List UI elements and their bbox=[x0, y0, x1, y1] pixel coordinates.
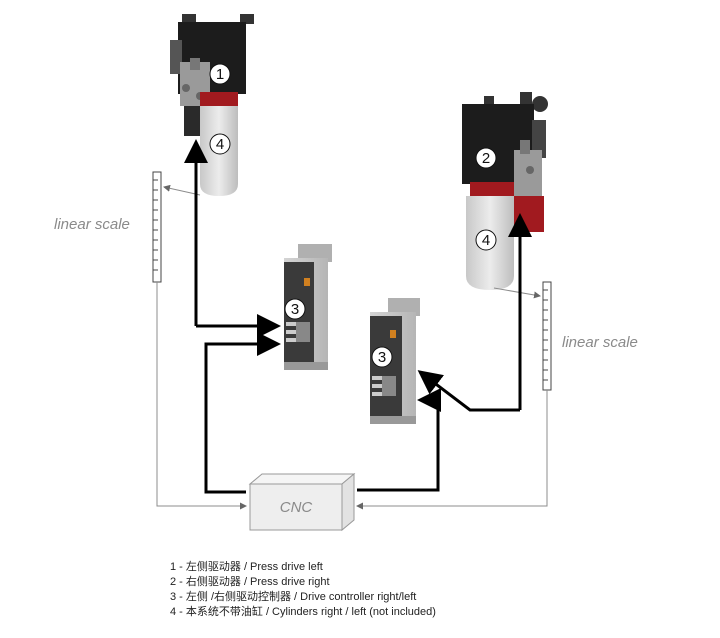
linear-scale-left bbox=[152, 171, 162, 283]
legend-item-3: 3 - 左侧 /右侧驱动控制器 / Drive controller right… bbox=[170, 591, 417, 603]
cnc-label: CNC bbox=[280, 499, 313, 516]
badge-3-right: 3 bbox=[371, 346, 393, 368]
svg-text:3: 3 bbox=[291, 301, 299, 318]
linear-scale-right bbox=[542, 281, 552, 391]
linear-scale-label-left: linear scale bbox=[54, 216, 130, 233]
linear-scale-label-right: linear scale bbox=[562, 334, 638, 351]
badge-4-right: 4 bbox=[475, 229, 497, 251]
svg-text:4: 4 bbox=[482, 232, 490, 249]
svg-text:4: 4 bbox=[216, 136, 224, 153]
legend-item-2: 2 - 右侧驱动器 / Press drive right bbox=[170, 576, 330, 588]
svg-text:1: 1 bbox=[216, 66, 224, 83]
cnc-box: CNC bbox=[248, 472, 356, 532]
red-band-right bbox=[470, 182, 514, 196]
legend: 1 - 左侧驱动器 / Press drive left 2 - 右侧驱动器 /… bbox=[170, 560, 436, 620]
svg-text:3: 3 bbox=[378, 349, 386, 366]
badge-1: 1 bbox=[209, 63, 231, 85]
badge-2: 2 bbox=[475, 147, 497, 169]
legend-item-4: 4 - 本系统不带油缸 / Cylinders right / left (no… bbox=[170, 606, 436, 618]
red-band-left bbox=[200, 92, 238, 106]
signal-lines bbox=[184, 139, 532, 494]
feedback-lines bbox=[156, 184, 548, 510]
press-drive-left bbox=[170, 14, 254, 196]
badge-3-left: 3 bbox=[284, 298, 306, 320]
press-drive-right bbox=[462, 92, 548, 290]
badge-4-left: 4 bbox=[209, 133, 231, 155]
svg-text:2: 2 bbox=[482, 150, 490, 167]
legend-item-1: 1 - 左侧驱动器 / Press drive left bbox=[170, 561, 323, 573]
